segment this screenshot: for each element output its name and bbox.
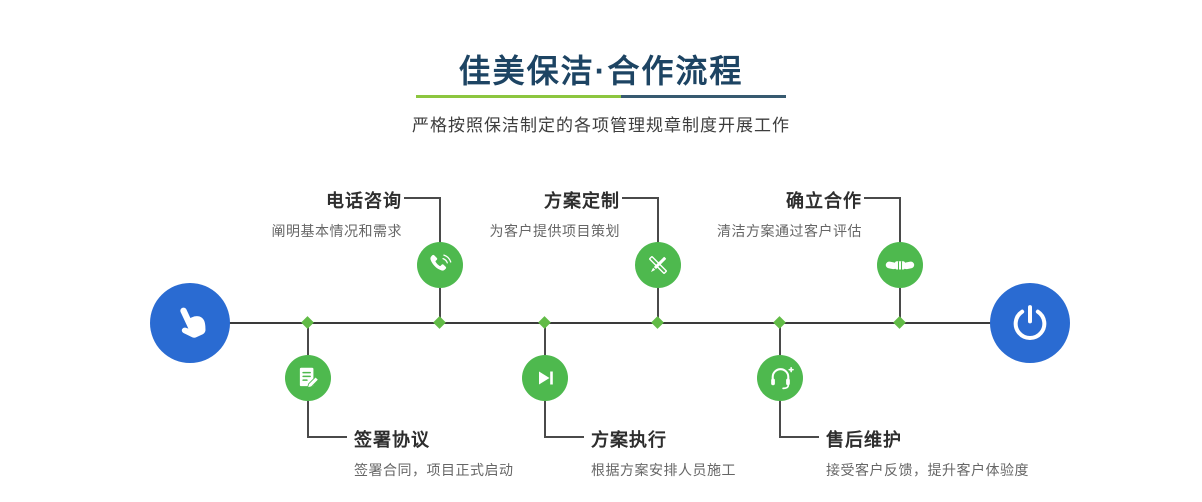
pointing-hand-icon (180, 307, 206, 338)
step-desc: 清洁方案通过客户评估 (717, 223, 862, 239)
page-title: 佳美保洁·合作流程 (458, 53, 744, 89)
connector-line (307, 436, 347, 438)
step-desc: 签署合同，项目正式启动 (354, 462, 514, 478)
step-label-block: 方案定制 为客户提供项目策划 (490, 187, 621, 241)
connector-line (779, 436, 819, 438)
timeline-diamond (651, 316, 664, 329)
step-label-block: 电话咨询 阐明基本情况和需求 (272, 187, 403, 241)
play-icon (539, 371, 553, 385)
step-desc: 根据方案安排人员施工 (591, 462, 736, 478)
title-divider (416, 95, 786, 98)
timeline-diamond (433, 316, 446, 329)
step-icon-circle (522, 355, 568, 401)
connector-line (779, 324, 781, 355)
connector-line (864, 197, 900, 199)
connector-line (544, 401, 546, 438)
contract-icon (299, 367, 320, 389)
design-tools-icon (649, 256, 667, 274)
step-label-block: 售后维护 接受客户反馈，提升客户体验度 (826, 426, 1029, 480)
step-title: 电话咨询 (326, 191, 402, 211)
step-desc: 接受客户反馈，提升客户体验度 (826, 462, 1029, 478)
connector-line (657, 197, 659, 245)
connector-line (779, 401, 781, 438)
connector-line (657, 288, 659, 323)
step-icon-circle (417, 242, 463, 288)
connector-line (899, 197, 901, 245)
step-title: 方案定制 (544, 191, 620, 211)
timeline-line (190, 322, 1030, 324)
phone-icon (430, 254, 452, 271)
timeline-diamond (893, 316, 906, 329)
connector-line (307, 324, 309, 355)
step-desc: 阐明基本情况和需求 (271, 223, 402, 239)
timeline-diamond (538, 316, 551, 329)
step-icon-circle (757, 355, 803, 401)
step-icon-circle (877, 242, 923, 288)
step-desc: 为客户提供项目策划 (489, 223, 620, 239)
step-title: 确立合作 (786, 191, 862, 211)
connector-line (307, 401, 309, 438)
timeline-end-node (990, 283, 1070, 363)
page-subtitle: 严格按照保洁制定的各项管理规章制度开展工作 (412, 116, 790, 135)
step-title: 方案执行 (591, 430, 667, 450)
headset-icon (770, 366, 794, 389)
connector-line (899, 288, 901, 323)
connector-line (622, 197, 658, 199)
step-icon-circle (285, 355, 331, 401)
timeline-start-node (150, 283, 230, 363)
power-icon (1013, 305, 1047, 340)
divider-green-segment (416, 95, 621, 98)
step-label-block: 签署协议 签署合同，项目正式启动 (354, 426, 514, 480)
handshake-icon (885, 261, 915, 270)
connector-line (439, 288, 441, 323)
connector-line (544, 436, 584, 438)
connector-line (404, 197, 440, 199)
step-icon-circle (635, 242, 681, 288)
step-title: 售后维护 (826, 430, 902, 450)
step-label-block: 方案执行 根据方案安排人员施工 (591, 426, 736, 480)
divider-blue-segment (621, 95, 786, 98)
step-label-block: 确立合作 清洁方案通过客户评估 (717, 187, 862, 241)
connector-line (439, 197, 441, 245)
timeline-diamond (773, 316, 786, 329)
timeline-diamond (301, 316, 314, 329)
step-title: 签署协议 (354, 430, 430, 450)
connector-line (544, 324, 546, 355)
